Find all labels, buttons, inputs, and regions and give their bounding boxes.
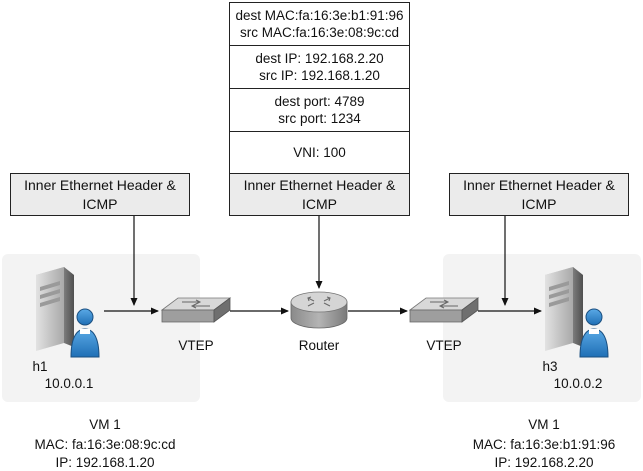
vxlan-packet-stack: dest MAC:fa:16:3e:b1:91:96 src MAC:fa:16…	[229, 2, 410, 216]
h3-server-icon	[545, 267, 609, 358]
packet-src-ip: src IP: 192.168.1.20	[259, 68, 380, 83]
packet-ip-cell: dest IP: 192.168.2.20 src IP: 192.168.1.…	[230, 46, 409, 89]
packet-src-port: src port: 1234	[278, 111, 361, 126]
packet-port-cell: dest port: 4789 src port: 1234	[230, 89, 409, 132]
vm-zone-right	[443, 254, 641, 402]
packet-dest-mac: dest MAC:fa:16:3e:b1:91:96	[235, 8, 404, 23]
vtep-right-switch-icon	[408, 297, 480, 323]
left-inner-header-box: Inner Ethernet Header & ICMP	[10, 173, 190, 216]
vm-left-mac: MAC: fa:16:3e:08:9c:cd	[34, 437, 176, 452]
left-header-line2: ICMP	[82, 195, 118, 212]
packet-src-mac: src MAC:fa:16:3e:08:9c:cd	[239, 25, 400, 40]
vm-left-name: VM 1	[89, 417, 121, 432]
vm-left-ip: IP: 192.168.1.20	[55, 455, 155, 470]
right-header-line1: Inner Ethernet Header &	[463, 176, 615, 193]
vm-right-ip: IP: 192.168.2.20	[494, 455, 594, 470]
packet-inner-cell: Inner Ethernet Header & ICMP	[230, 174, 409, 215]
right-inner-header-box: Inner Ethernet Header & ICMP	[449, 173, 629, 216]
h1-server-icon	[36, 267, 100, 358]
vtep-left-label: VTEP	[178, 338, 214, 353]
vm-zone-left	[2, 254, 200, 402]
h3-ip: 10.0.0.2	[553, 376, 603, 391]
vm-right-mac: MAC: fa:16:3e:b1:91:96	[472, 437, 616, 452]
h1-ip: 10.0.0.1	[44, 376, 94, 391]
vtep-left-switch-icon	[160, 297, 232, 323]
packet-mac-cell: dest MAC:fa:16:3e:b1:91:96 src MAC:fa:16…	[230, 3, 409, 46]
packet-inner-line2: ICMP	[302, 195, 337, 212]
h1-user-icon	[70, 308, 100, 358]
right-header-line2: ICMP	[521, 195, 557, 212]
h1-name: h1	[32, 359, 48, 374]
packet-vni: VNI: 100	[293, 145, 346, 160]
packet-vni-cell: VNI: 100	[230, 132, 409, 174]
left-header-line1: Inner Ethernet Header &	[24, 176, 176, 193]
vtep-right-label: VTEP	[426, 338, 462, 353]
packet-inner-line1: Inner Ethernet Header &	[243, 176, 396, 193]
packet-dest-ip: dest IP: 192.168.2.20	[255, 51, 384, 66]
router-label: Router	[298, 338, 340, 353]
vm-right-name: VM 1	[528, 417, 560, 432]
packet-dest-port: dest port: 4789	[274, 94, 365, 109]
h3-name: h3	[542, 359, 558, 374]
h3-user-icon	[579, 308, 609, 358]
router-icon	[290, 291, 348, 329]
